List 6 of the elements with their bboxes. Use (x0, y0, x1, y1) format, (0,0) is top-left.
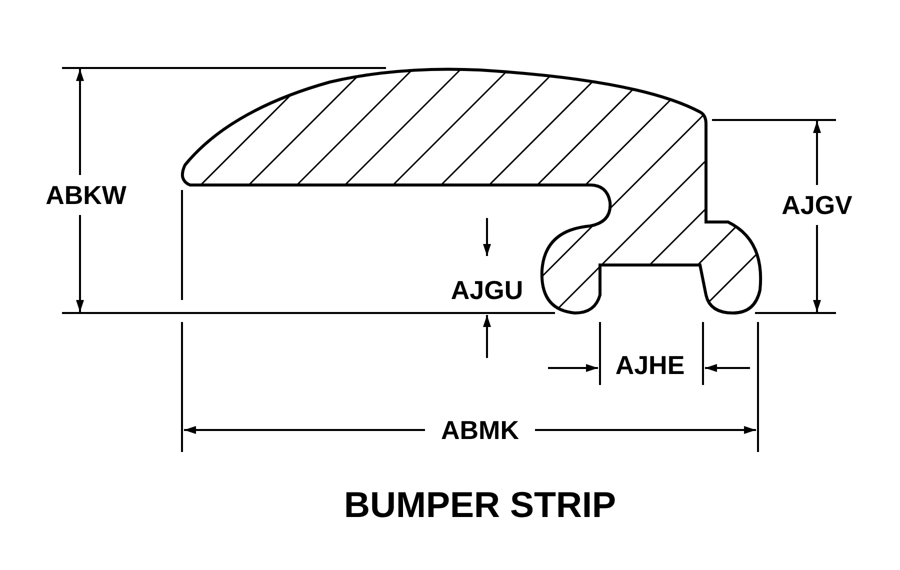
dimension-label: AJHE (615, 352, 685, 378)
drawing-title: BUMPER STRIP (344, 487, 616, 523)
dimension-label: ABKW (46, 182, 126, 208)
dimension-label: AJGV (782, 192, 852, 218)
dimension-label: ABMK (441, 417, 519, 443)
dimension-label: AJGU (450, 277, 524, 303)
